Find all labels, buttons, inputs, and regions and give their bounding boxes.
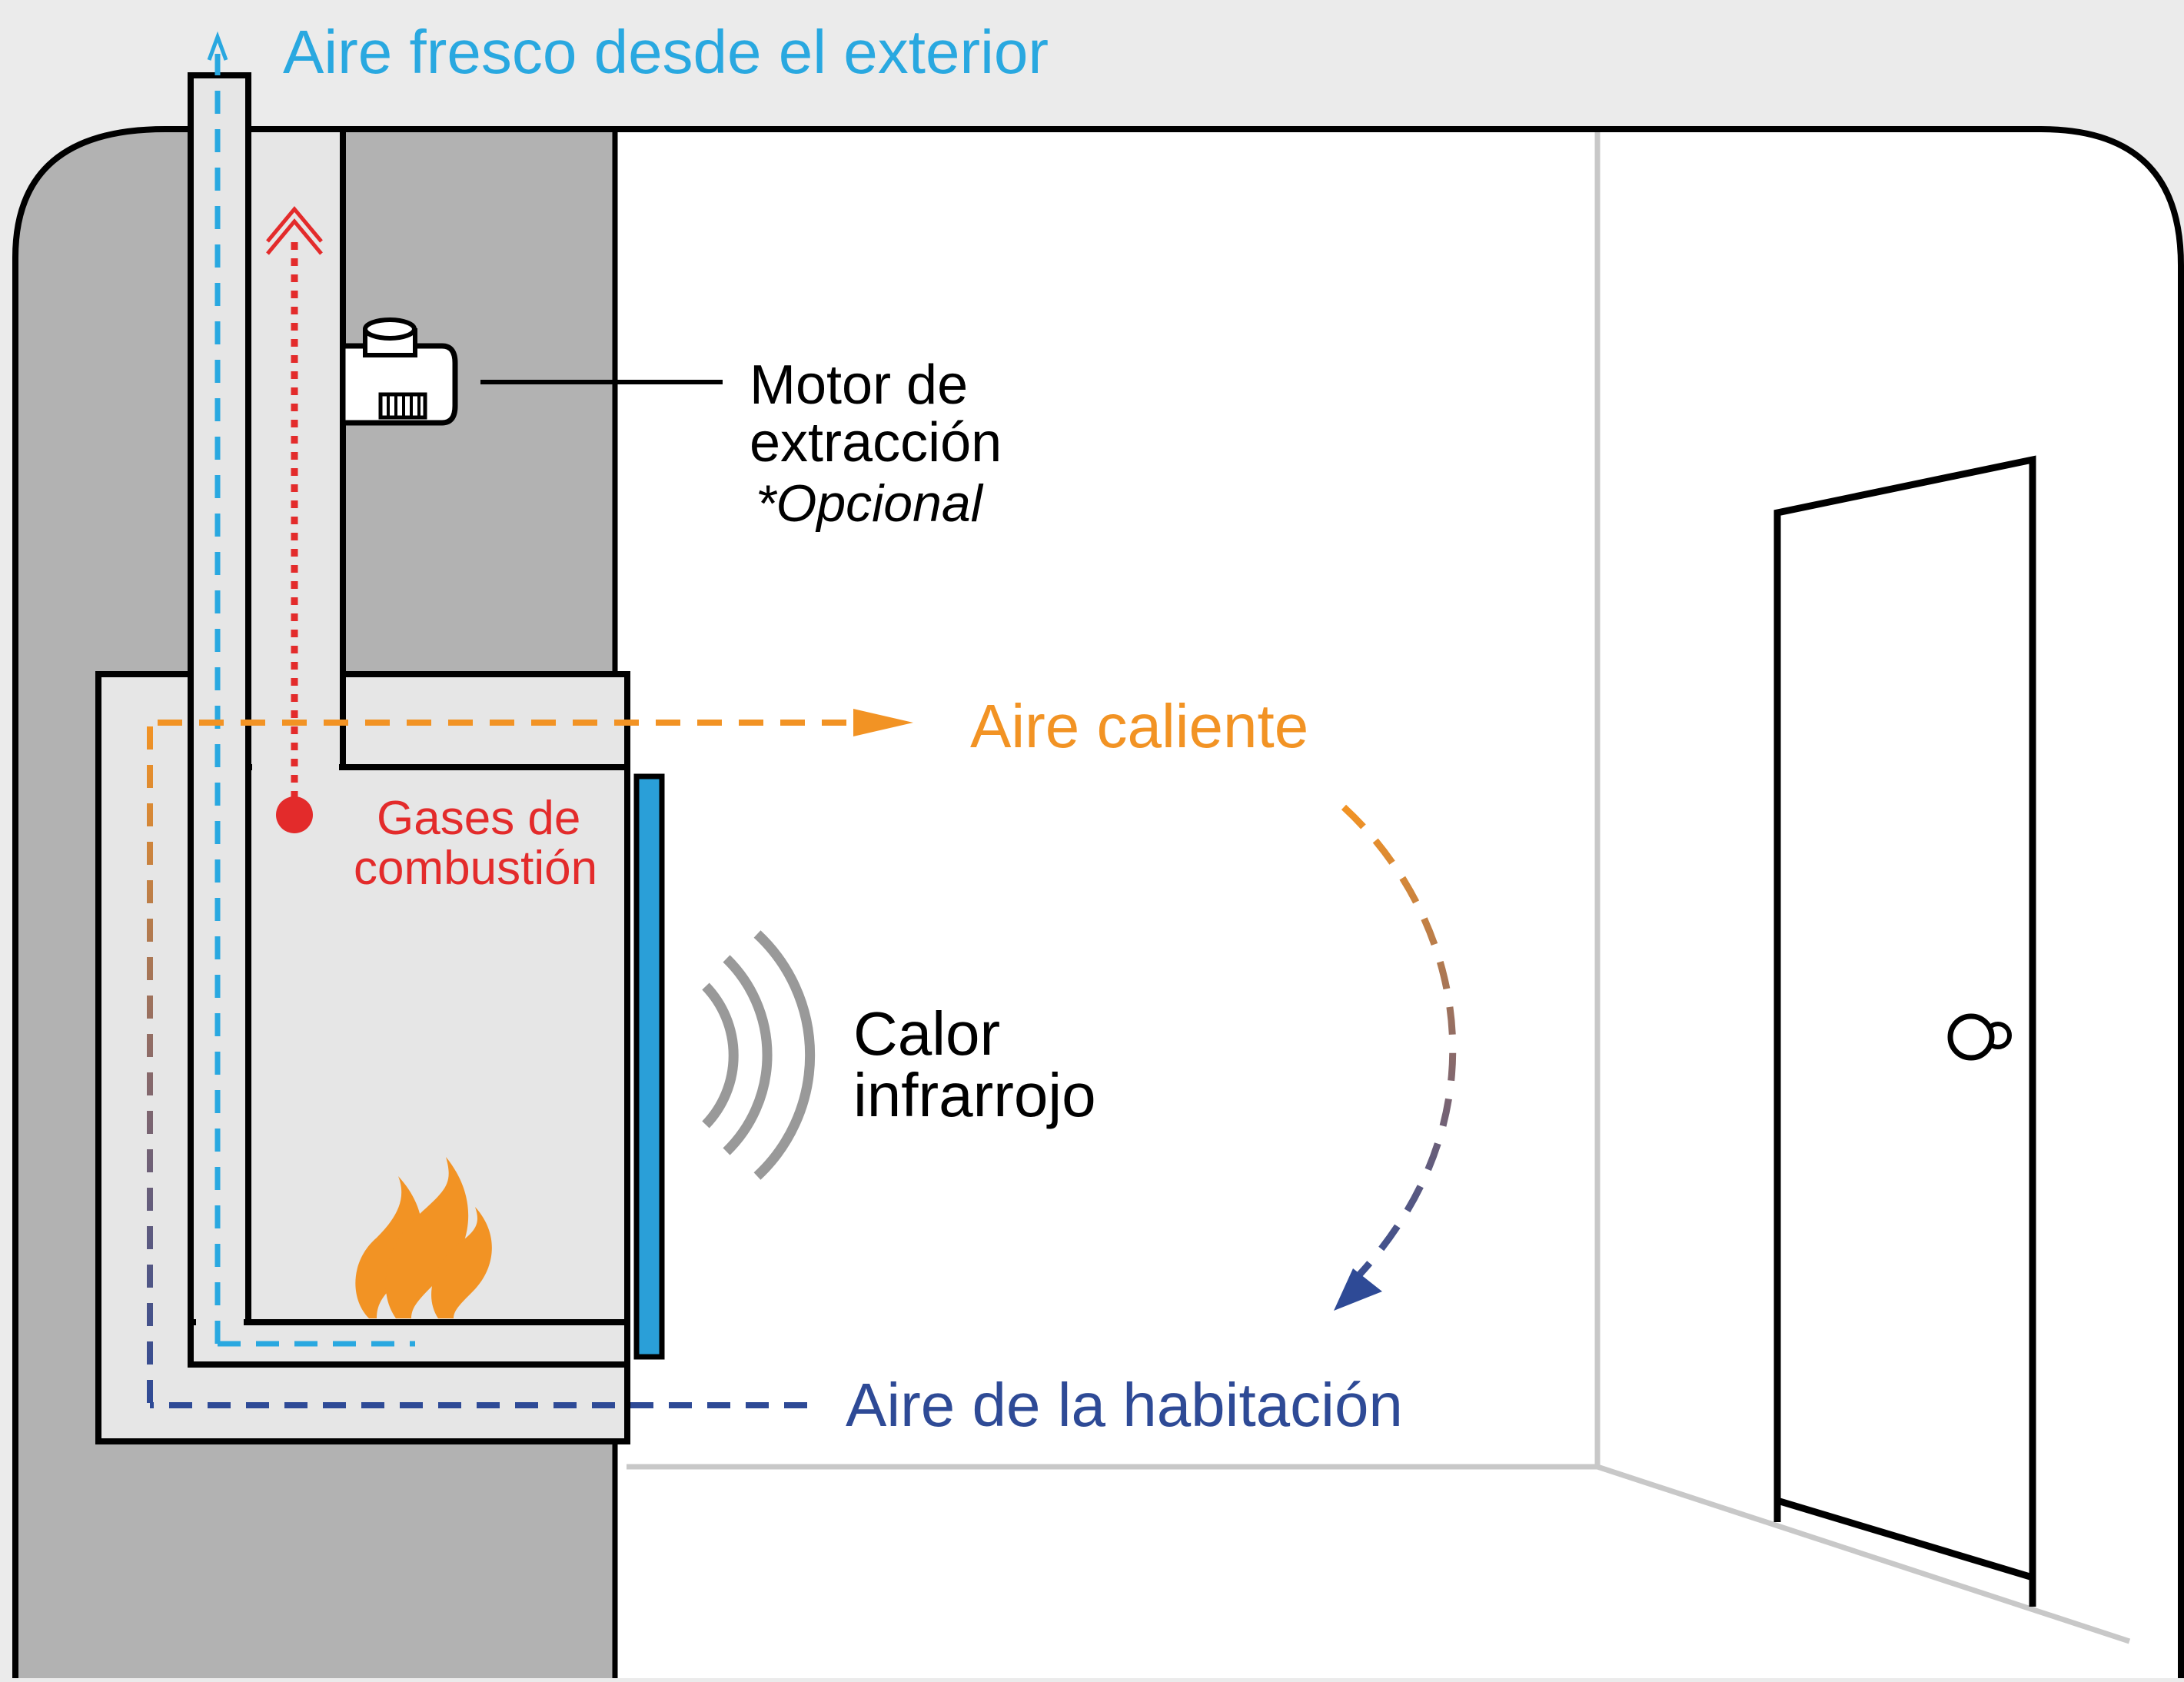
air-circulation-arrow [1334, 1268, 1382, 1311]
room-frame [12, 126, 2184, 1678]
flame-icon [355, 1157, 492, 1318]
motor-title-line1: Motor de [750, 354, 968, 416]
combustion-arrow-chevron-2 [266, 206, 323, 243]
hot-air-label: Aire caliente [970, 692, 1308, 760]
motor-title-line2: extracción [750, 412, 1002, 474]
hot-air-arrow [853, 709, 913, 736]
fresh-air-flow [207, 31, 415, 1347]
combustion-flow [266, 206, 323, 833]
fan-motor-icon [340, 317, 458, 426]
hot-air-flow [158, 709, 1457, 1311]
gases-label-line1: Gases de [377, 792, 580, 845]
fresh-air-label: Aire fresco desde el exterior [283, 18, 1049, 86]
motor-note: *Opcional [756, 474, 984, 533]
door-icon [1773, 455, 2036, 1607]
gases-label-line2: combustión [354, 842, 597, 895]
infrared-waves-icon [702, 930, 816, 1180]
glass-panel [633, 773, 665, 1360]
air-circulation-curve [1341, 804, 1457, 1283]
combustion-arrow-chevron-1 [266, 218, 323, 255]
infrared-label-line2: infrarrojo [853, 1061, 1096, 1129]
room-air-label: Aire de la habitación [846, 1371, 1403, 1439]
fresh-air-arrow [207, 31, 228, 61]
floor-perspective-line [1596, 1464, 2131, 1644]
infrared-label-line1: Calor [853, 999, 1000, 1068]
combustion-gas-source [276, 796, 313, 833]
door-knob-icon [1947, 1013, 2012, 1061]
